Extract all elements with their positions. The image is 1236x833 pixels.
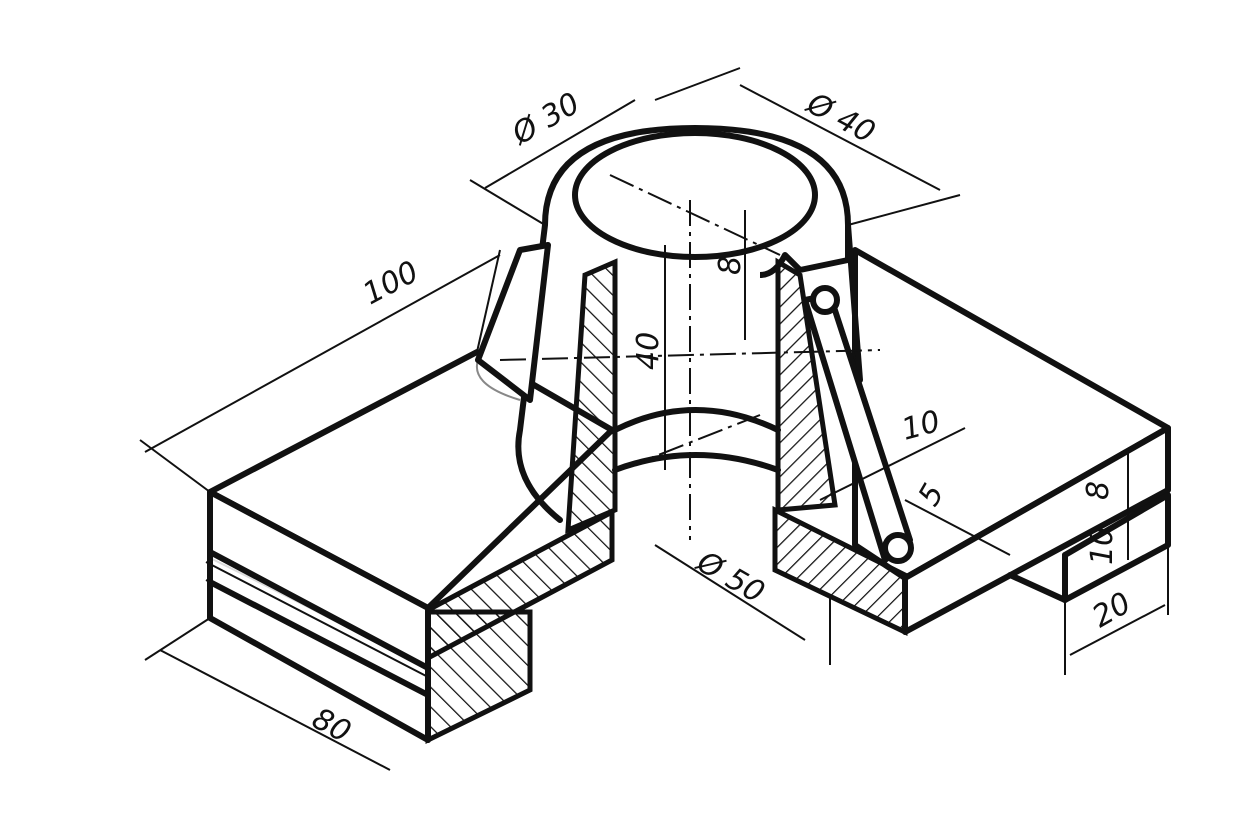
dim-diameter-30: Ø 30 (505, 86, 586, 153)
dim-diameter-40: Ø 40 (799, 85, 880, 150)
left-rib (475, 242, 551, 403)
dim-diameter-50: Ø 50 (689, 544, 770, 611)
right-rib (802, 285, 914, 564)
left-plate (205, 349, 615, 745)
dimension-lines (139, 67, 1169, 771)
dim-height-40: 40 (631, 332, 666, 370)
left-weld-bead (205, 557, 431, 696)
dim-width-20: 20 (1087, 586, 1138, 635)
dim-length-80: 80 (306, 701, 356, 750)
dim-thickness-10: 10 (1085, 527, 1120, 565)
cylinder-section (515, 125, 863, 534)
dim-height-8: 8 (713, 256, 748, 275)
center-lines (499, 174, 881, 540)
dim-thickness-8: 8 (1081, 481, 1116, 500)
